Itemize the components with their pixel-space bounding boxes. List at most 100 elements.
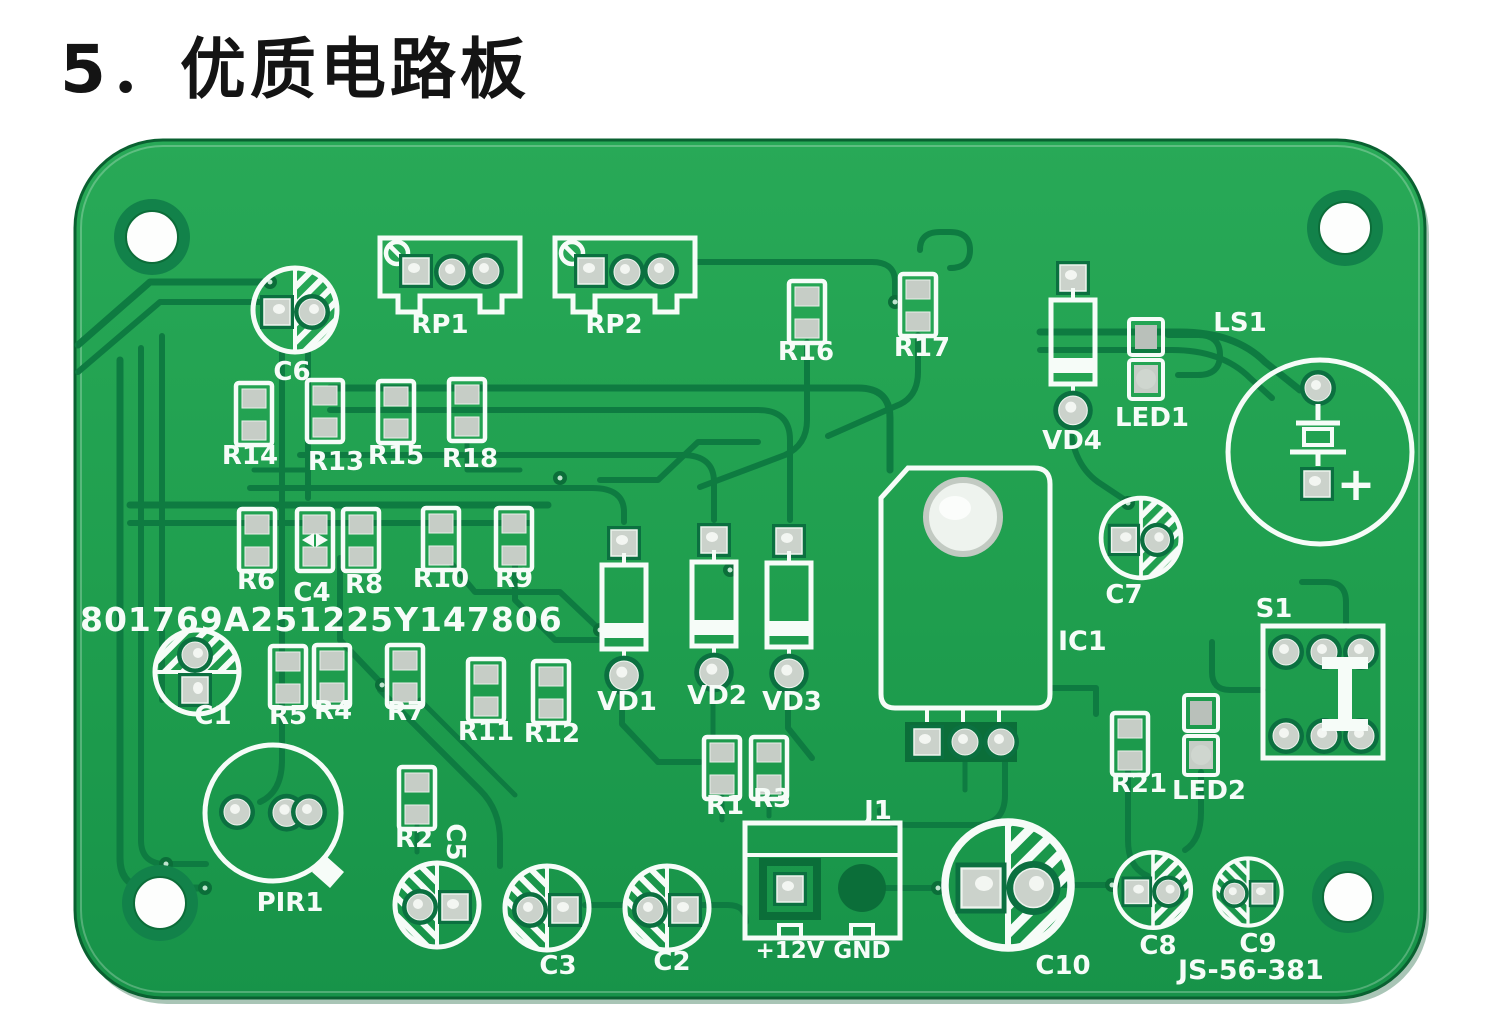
label-vd4: VD4 [1042,426,1102,456]
label-r7: R7 [387,697,425,727]
component-vd3: VD3 [762,524,822,717]
component-r2: R2 [395,767,435,854]
label-r9: R9 [495,564,533,594]
label-c1: C1 [194,701,231,731]
label-r3: R3 [753,784,791,814]
label-plus12v: +12V [755,938,824,964]
component-c4: C4 [293,509,333,608]
label-vd3: VD3 [762,687,822,717]
component-r18: R18 [442,379,498,474]
component-r6: R6 [237,509,275,596]
label-r13: R13 [308,447,364,477]
label-r8: R8 [345,570,383,600]
label-led1: LED1 [1115,403,1189,433]
component-rp1: RP1 [380,238,520,340]
component-r10: R10 [413,508,469,594]
component-r16: R16 [778,281,834,367]
component-ic1: IC1 [878,465,1107,762]
component-c7: C7 [1101,498,1181,610]
component-r3: R3 [751,737,791,814]
component-c8: C8 [1115,852,1191,961]
label-pir1: PIR1 [257,888,324,918]
component-r8: R8 [343,509,383,600]
label-c9: C9 [1239,929,1276,959]
component-c5: C5 [395,823,479,947]
component-r5: R5 [269,646,307,731]
label-c7: C7 [1105,580,1142,610]
label-ls1: LS1 [1213,308,1266,338]
label-r10: R10 [413,564,469,594]
pir-tab-marking [312,856,344,888]
page-title: 5．优质电路板 [60,31,530,108]
component-r11: R11 [458,659,514,747]
label-r16: R16 [778,337,834,367]
component-r4: R4 [314,645,352,726]
component-r17: R17 [894,274,950,363]
polarity-arrows-icon [302,533,328,547]
label-c3: C3 [539,951,576,981]
label-rp1: RP1 [411,310,468,340]
component-r1: R1 [704,737,744,821]
component-r21: R21 [1111,713,1167,799]
component-s1: S1 [1256,594,1386,761]
mounting-holes [114,190,1384,941]
label-r4: R4 [314,696,352,726]
component-r14: R14 [222,383,278,471]
copper-traces [74,229,1349,925]
label-c10: C10 [1035,951,1090,981]
component-vd2: VD2 [687,523,747,711]
component-c10: C10 [945,822,1091,981]
component-vd4: VD4 [1042,261,1102,456]
label-vd1: VD1 [597,687,657,717]
component-vd1: VD1 [597,526,657,717]
mounting-hole [1312,861,1384,933]
buzzer-symbol-icon [1290,404,1346,466]
label-r6: R6 [237,566,275,596]
component-c2: C2 [625,866,709,977]
label-r12: R12 [524,719,580,749]
label-ic1: IC1 [1058,626,1107,657]
label-r2: R2 [395,824,433,854]
mounting-hole [122,865,198,941]
label-c5: C5 [440,823,470,860]
mounting-hole [1307,190,1383,266]
component-ls1: LS1 + [1213,308,1415,547]
component-c3: C3 [505,866,589,981]
label-r21: R21 [1111,769,1167,799]
label-r1: R1 [706,791,744,821]
label-gnd: GND [833,938,890,964]
label-rp2: RP2 [585,310,642,340]
component-r15: R15 [368,381,424,471]
mounting-hole [114,199,190,275]
component-pir1: PIR1 [202,742,344,918]
label-r11: R11 [458,717,514,747]
label-led2: LED2 [1172,776,1246,806]
label-r5: R5 [269,701,307,731]
label-c2: C2 [653,947,690,977]
label-r15: R15 [368,441,424,471]
component-c9: C9 [1214,858,1281,959]
label-r14: R14 [222,441,278,471]
component-c6: C6 [253,268,337,387]
label-c6: C6 [273,357,310,387]
silkscreen-components: C6 RP1 RP2 R16 R17 VD4 [80,238,1415,986]
component-r13: R13 [307,380,364,477]
component-c1: C1 [155,630,239,731]
component-r7: R7 [387,645,425,727]
board-model-number: JS-56-381 [1176,955,1324,986]
label-r18: R18 [442,444,498,474]
jumper-ibeam-marking [1322,657,1368,731]
label-r17: R17 [894,333,950,363]
polarity-plus-marking: + [1337,457,1376,511]
label-vd2: VD2 [687,681,747,711]
component-r9: R9 [495,508,533,594]
component-led1: LED1 [1115,317,1189,433]
label-c4: C4 [293,578,330,608]
component-r12: R12 [524,661,580,749]
component-led2: LED2 [1172,693,1246,806]
label-s1: S1 [1256,594,1293,624]
component-j1: J1 +12V GND [742,796,903,964]
label-c8: C8 [1139,931,1176,961]
